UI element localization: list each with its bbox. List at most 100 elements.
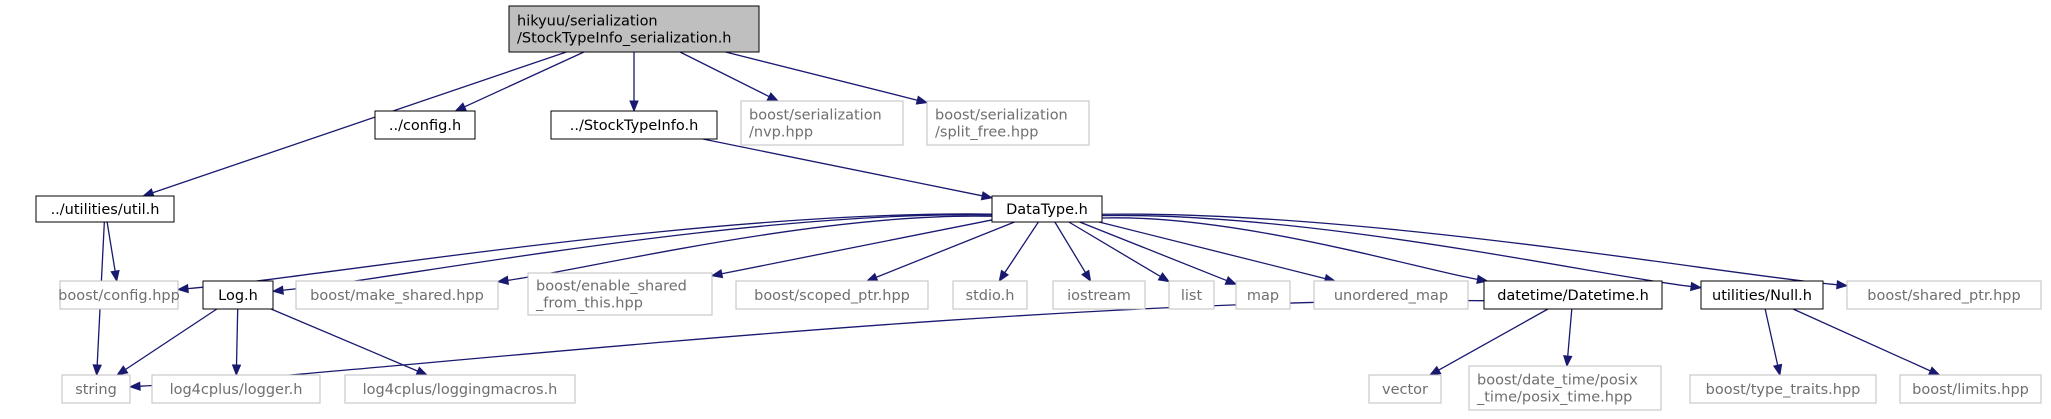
node-enable-shared-hpp: boost/enable_shared_from_this.hpp — [527, 272, 713, 316]
node-label: vector — [1382, 382, 1428, 398]
node-label: _time/posix_time.hpp — [1476, 390, 1632, 406]
edge-datatype_h-to-scoped_ptr_hpp — [865, 221, 1015, 282]
node-unordered-map: unordered_map — [1313, 280, 1469, 310]
node-label: boost/shared_ptr.hpp — [1867, 288, 2020, 304]
node-label: boost/enable_shared — [536, 279, 687, 295]
node-label: list — [1181, 288, 1203, 304]
edge-arrowhead — [998, 269, 1010, 283]
node-box — [1846, 280, 2042, 310]
edge-arrowhead — [1563, 355, 1573, 368]
edge-line — [1079, 221, 1227, 282]
edge-arrowhead — [116, 365, 129, 376]
node-label: /split_free.hpp — [935, 125, 1038, 141]
node-logger-h: log4cplus/logger.h — [151, 374, 321, 404]
node-label: unordered_map — [1334, 288, 1448, 304]
node-label: boost/config.hpp — [58, 288, 180, 304]
node-box — [1313, 280, 1469, 310]
edge-arrowhead — [1690, 281, 1703, 292]
node-label: ../utilities/util.h — [51, 202, 160, 218]
node-label: boost/serialization — [749, 108, 882, 124]
node-stocktypeinfo-h[interactable]: ../StockTypeInfo.h — [550, 110, 718, 140]
node-null-h[interactable]: utilities/Null.h — [1700, 280, 1824, 310]
node-box — [1168, 280, 1215, 310]
node-box — [1235, 280, 1291, 310]
node-label: datetime/Datetime.h — [1497, 288, 1649, 304]
edge-root-to-config_h — [454, 51, 585, 112]
node-box — [61, 374, 131, 404]
node-box — [1052, 280, 1146, 310]
node-log-h[interactable]: Log.h — [202, 280, 274, 310]
edge-arrowhead — [915, 95, 929, 105]
node-label: boost/type_traits.hpp — [1706, 382, 1861, 398]
node-box — [35, 195, 175, 223]
node-label: string — [75, 382, 117, 398]
edge-line — [270, 308, 418, 372]
node-root[interactable]: hikyuu/serialization/StockTypeInfo_seria… — [508, 5, 760, 53]
edge-datatype_h-to-datetime_h — [1101, 217, 1489, 284]
node-label: boost/scoped_ptr.hpp — [754, 288, 910, 304]
node-datetime-h[interactable]: datetime/Datetime.h — [1483, 280, 1663, 310]
edge-datatype_h-to-unordered_map — [1098, 221, 1337, 284]
node-label: _from_this.hpp — [535, 296, 643, 312]
edge-line — [1792, 308, 1931, 372]
node-label: ../config.h — [389, 118, 461, 134]
edge-line — [1438, 308, 1549, 371]
edge-datatype_h-to-list — [1068, 221, 1171, 283]
node-label: map — [1247, 288, 1279, 304]
edge-line — [1101, 213, 1838, 286]
edge-root-to-nvp_hpp — [679, 51, 780, 102]
node-box — [1899, 374, 2042, 404]
edge-line — [152, 51, 567, 194]
node-loggingmacros-h: log4cplus/loggingmacros.h — [344, 374, 576, 404]
node-iostream: iostream — [1052, 280, 1146, 310]
node-box — [295, 280, 499, 310]
node-box — [952, 280, 1028, 310]
edge-line — [876, 221, 1015, 278]
node-posix-time-hpp: boost/date_time/posix_time/posix_time.hp… — [1468, 365, 1662, 411]
edge-arrowhead — [629, 100, 639, 113]
node-nvp-hpp: boost/serialization/nvp.hpp — [740, 100, 904, 146]
node-split-free-hpp: boost/serialization/split_free.hpp — [926, 100, 1090, 146]
node-label: boost/date_time/posix — [1477, 373, 1638, 389]
edge-datatype_h-to-iostream — [1054, 221, 1092, 283]
node-box — [1689, 374, 1877, 404]
edge-datatype_h-to-map — [1079, 221, 1238, 285]
edge-arrowhead — [128, 381, 141, 391]
edge-datatype_h-to-stdio_h — [998, 221, 1039, 283]
node-limits-hpp: boost/limits.hpp — [1899, 374, 2042, 404]
node-box — [1483, 280, 1663, 310]
edge-null_h-to-limits_hpp — [1792, 308, 1941, 376]
node-box — [527, 272, 713, 316]
edge-line — [464, 51, 585, 108]
edge-arrowhead — [1224, 275, 1238, 285]
node-config-h[interactable]: ../config.h — [374, 110, 476, 140]
node-util-h[interactable]: ../utilities/util.h — [35, 195, 175, 223]
edge-arrowhead — [496, 275, 510, 285]
edge-line — [1101, 217, 1478, 281]
edge-line — [1764, 308, 1779, 366]
node-label: boost/limits.hpp — [1912, 382, 2029, 398]
edge-arrowhead — [766, 92, 780, 102]
node-box — [59, 280, 179, 310]
edge-log_h-to-string — [116, 308, 218, 376]
node-datatype-h[interactable]: DataType.h — [991, 195, 1103, 223]
edge-line — [1068, 221, 1161, 278]
edge-line — [1567, 308, 1573, 357]
node-label: boost/serialization — [935, 108, 1068, 124]
node-label: DataType.h — [1006, 202, 1088, 218]
edge-line — [125, 308, 218, 371]
edge-datatype_h-to-shared_ptr_hpp — [1101, 213, 1849, 290]
edge-arrowhead — [1836, 279, 1849, 290]
node-shared-ptr-hpp: boost/shared_ptr.hpp — [1846, 280, 2042, 310]
node-box — [151, 374, 321, 404]
node-vector: vector — [1368, 374, 1442, 404]
edge-arrowhead — [710, 268, 724, 279]
node-box — [735, 280, 929, 310]
edge-datetime_h-to-vector — [1428, 308, 1549, 376]
node-label: /StockTypeInfo_serialization.h — [517, 31, 732, 47]
edge-datatype_h-to-null_h — [1101, 214, 1703, 292]
edge-arrowhead — [454, 102, 467, 112]
node-label: log4cplus/logger.h — [170, 382, 303, 398]
edge-arrowhead — [141, 188, 155, 198]
